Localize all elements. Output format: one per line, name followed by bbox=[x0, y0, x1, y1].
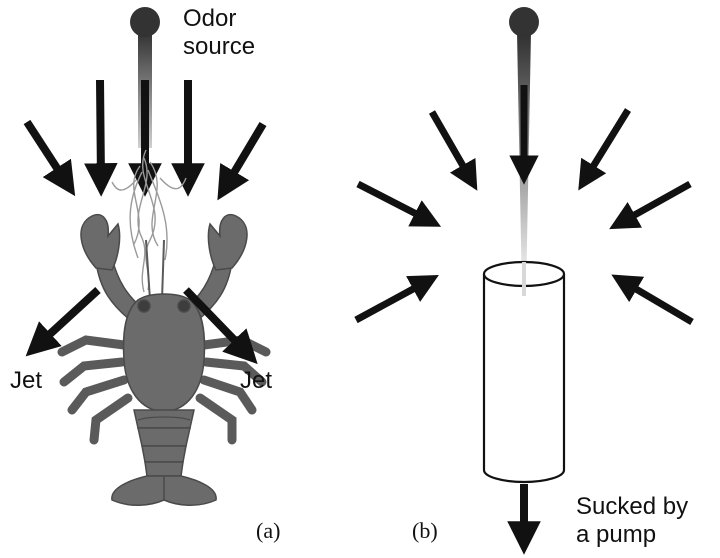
arrow-b-4 bbox=[578, 108, 631, 191]
arrow-b-3 bbox=[354, 274, 439, 324]
incoming-arrows-b bbox=[354, 85, 694, 326]
jet-label-right: Jet bbox=[240, 367, 273, 394]
suction-cylinder bbox=[482, 260, 566, 484]
jet-arrow-left bbox=[25, 287, 101, 357]
arrow-a-1 bbox=[23, 119, 76, 197]
arrow-b-6 bbox=[611, 274, 694, 326]
panel-b-label: (b) bbox=[412, 518, 438, 543]
jet-arrows bbox=[25, 287, 258, 365]
jet-label-left: Jet bbox=[10, 367, 43, 394]
pump-label-line2: a pump bbox=[576, 521, 657, 548]
pump-label-line1: Sucked by bbox=[576, 493, 689, 520]
jet-arrow-right bbox=[183, 287, 258, 365]
arrow-b-2 bbox=[356, 180, 442, 227]
panel-a bbox=[23, 7, 271, 506]
crayfish-illustration bbox=[57, 214, 271, 506]
panel-b bbox=[354, 7, 694, 555]
incoming-arrows-a bbox=[23, 79, 267, 201]
panel-a-label: (a) bbox=[256, 518, 281, 543]
arrow-a-2 bbox=[84, 79, 118, 197]
odor-source-label-line1: Odor bbox=[183, 5, 237, 32]
arrow-b-5 bbox=[609, 180, 692, 230]
arrow-b-1 bbox=[428, 110, 478, 191]
odor-source-label-line2: source bbox=[183, 33, 256, 60]
arrow-a-5 bbox=[217, 121, 267, 201]
